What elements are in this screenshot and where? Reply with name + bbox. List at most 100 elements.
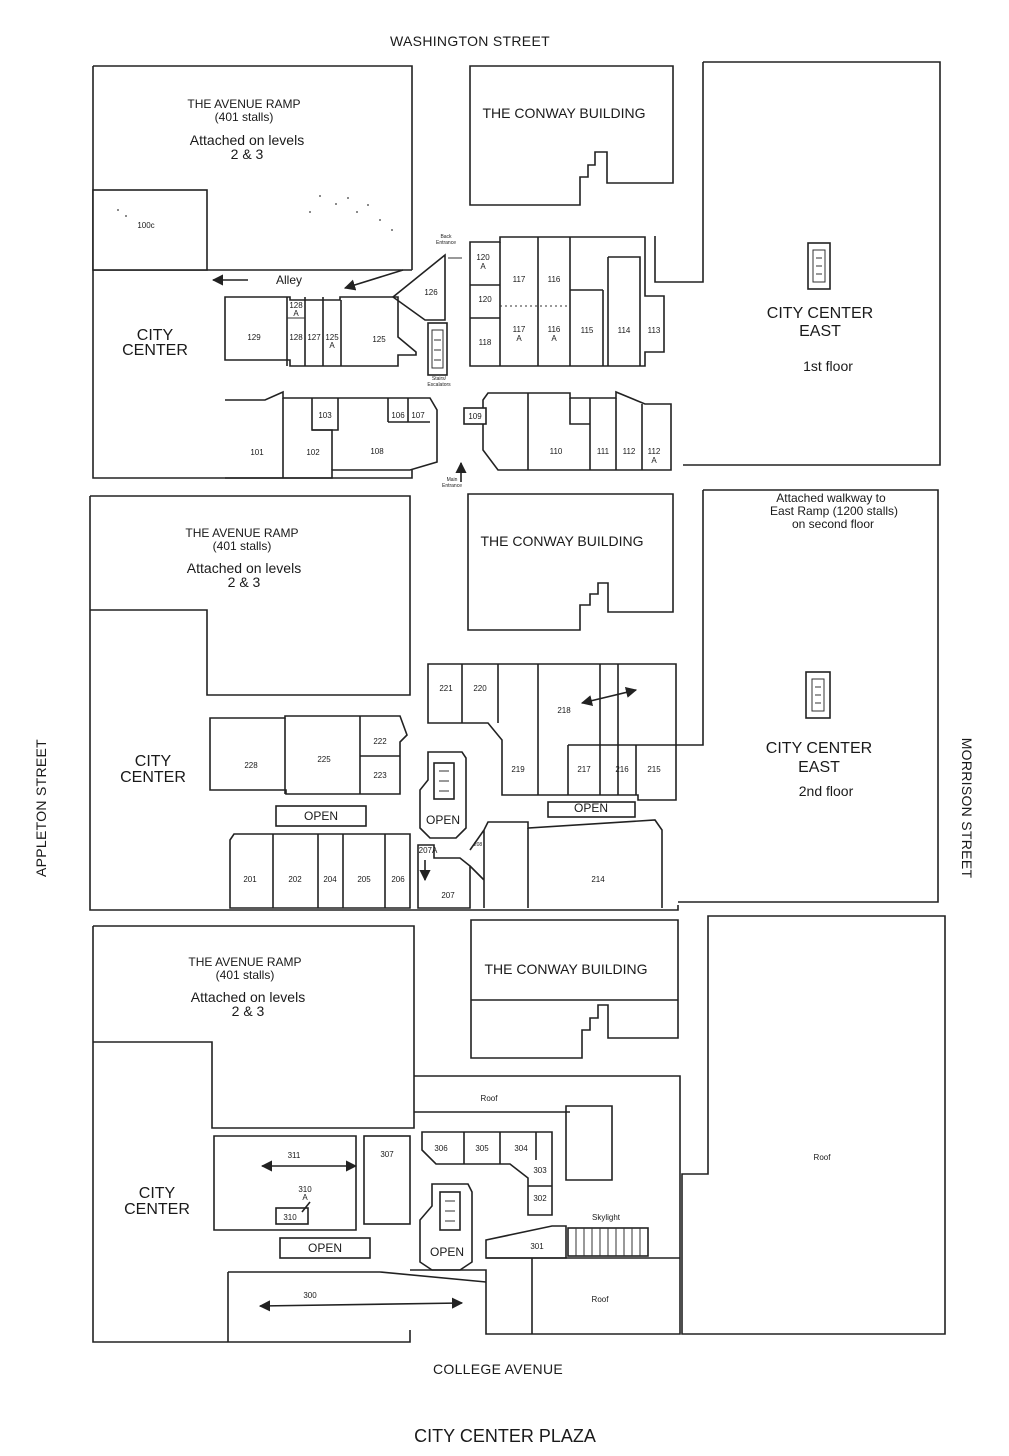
street-south-label: COLLEGE AVENUE xyxy=(433,1361,563,1377)
unit-117a: 117 xyxy=(513,325,526,334)
floor-1-plan: THE AVENUE RAMP (401 stalls) Attached on… xyxy=(92,61,941,489)
f1-conway: THE CONWAY BUILDING xyxy=(482,105,645,121)
unit-305: 305 xyxy=(475,1144,489,1153)
f3-ramp-stalls: (401 stalls) xyxy=(216,968,275,982)
f3-ramp-name: THE AVENUE RAMP xyxy=(188,955,301,969)
unit-206: 206 xyxy=(391,875,405,884)
unit-120: 120 xyxy=(478,295,492,304)
unit-106: 106 xyxy=(391,411,405,420)
unit-126: 126 xyxy=(424,288,438,297)
f1-cce-1: CITY CENTER xyxy=(767,305,873,322)
unit-304: 304 xyxy=(514,1144,528,1153)
unit-125a-suffix: A xyxy=(329,341,335,350)
unit-129: 129 xyxy=(247,333,261,342)
unit-205: 205 xyxy=(357,875,371,884)
unit-120a: 120 xyxy=(476,253,490,262)
f2-cce-2: EAST xyxy=(798,759,840,776)
unit-228: 228 xyxy=(244,761,258,770)
unit-125: 125 xyxy=(372,335,386,344)
unit-310a-suffix: A xyxy=(302,1193,308,1202)
unit-204: 204 xyxy=(323,875,337,884)
unit-307: 307 xyxy=(380,1150,394,1159)
f2-city: CITY xyxy=(135,753,172,770)
unit-219: 219 xyxy=(511,765,525,774)
f2-conway: THE CONWAY BUILDING xyxy=(480,533,643,549)
f1-stairs-1: Stairs/ xyxy=(432,376,447,382)
f3-roof-south: Roof xyxy=(592,1295,610,1304)
unit-107: 107 xyxy=(411,411,425,420)
unit-113: 113 xyxy=(648,326,661,335)
unit-302: 302 xyxy=(533,1194,547,1203)
unit-223: 223 xyxy=(373,771,387,780)
f3-center: CENTER xyxy=(124,1201,190,1218)
unit-103: 103 xyxy=(318,411,332,420)
unit-128: 128 xyxy=(289,333,303,342)
f2-walkway-1: Attached walkway to xyxy=(776,491,886,505)
f2-ramp-levels: 2 & 3 xyxy=(228,574,261,590)
f3-roof-east: Roof xyxy=(814,1153,832,1162)
unit-202: 202 xyxy=(288,875,302,884)
unit-117a-suffix: A xyxy=(516,334,522,343)
unit-128a-suffix: A xyxy=(293,309,299,318)
street-north-label: WASHINGTON STREET xyxy=(390,33,550,49)
unit-108: 108 xyxy=(370,447,384,456)
unit-310: 310 xyxy=(283,1213,297,1222)
street-west-label: APPLETON STREET xyxy=(33,739,49,877)
unit-117: 117 xyxy=(513,275,526,284)
unit-301: 301 xyxy=(530,1242,544,1251)
f2-floor-label: 2nd floor xyxy=(799,783,854,799)
f2-open-west: OPEN xyxy=(304,809,338,823)
f3-skylight: Skylight xyxy=(592,1213,621,1222)
f1-back-entrance-1: Back xyxy=(440,234,452,240)
unit-208: 208 xyxy=(474,842,483,848)
unit-215: 215 xyxy=(647,765,661,774)
unit-221: 221 xyxy=(439,684,453,693)
unit-300: 300 xyxy=(303,1291,317,1300)
unit-116a-suffix: A xyxy=(551,334,557,343)
unit-207a: 207A xyxy=(419,846,438,855)
unit-111: 111 xyxy=(597,447,610,456)
unit-303: 303 xyxy=(533,1166,547,1175)
unit-214: 214 xyxy=(591,875,605,884)
unit-112a: 112 xyxy=(648,447,661,456)
f3-ramp-attached: Attached on levels xyxy=(191,989,305,1005)
f1-ramp-stalls: (401 stalls) xyxy=(215,110,274,124)
unit-118: 118 xyxy=(479,338,492,347)
f1-city: CITY xyxy=(137,327,174,344)
unit-311: 311 xyxy=(288,1151,301,1160)
unit-207: 207 xyxy=(441,891,455,900)
f1-center: CENTER xyxy=(122,342,188,359)
f1-stairs-2: Escalators xyxy=(427,382,451,388)
unit-127: 127 xyxy=(307,333,321,342)
unit-115: 115 xyxy=(581,326,594,335)
unit-112a-suffix: A xyxy=(651,456,657,465)
f1-cce-2: EAST xyxy=(799,323,841,340)
floor-2-plan: THE AVENUE RAMP (401 stalls) Attached on… xyxy=(89,489,939,911)
street-east-label: MORRISON STREET xyxy=(959,738,975,879)
f3-roof-north: Roof xyxy=(481,1094,499,1103)
unit-217: 217 xyxy=(577,765,591,774)
f1-main-entrance-1: Main xyxy=(447,477,458,483)
f1-alley: Alley xyxy=(276,273,302,287)
f1-ramp-name: THE AVENUE RAMP xyxy=(187,97,300,111)
f3-open-center: OPEN xyxy=(430,1245,464,1259)
f1-ramp-levels: 2 & 3 xyxy=(231,146,264,162)
f2-open-east: OPEN xyxy=(574,801,608,815)
unit-220: 220 xyxy=(473,684,487,693)
unit-216: 216 xyxy=(615,765,629,774)
unit-116: 116 xyxy=(548,275,561,284)
f1-back-entrance-2: Entrance xyxy=(436,240,456,246)
f3-city: CITY xyxy=(139,1185,176,1202)
f2-ramp-name: THE AVENUE RAMP xyxy=(185,526,298,540)
f2-walkway-2: East Ramp (1200 stalls) xyxy=(770,504,898,518)
unit-110: 110 xyxy=(550,447,563,456)
f2-center: CENTER xyxy=(120,769,186,786)
unit-114: 114 xyxy=(618,326,631,335)
unit-100c: 100c xyxy=(137,221,154,230)
unit-225: 225 xyxy=(317,755,331,764)
f1-main-entrance-2: Entrance xyxy=(442,483,462,489)
unit-120a-suffix: A xyxy=(480,262,486,271)
unit-201: 201 xyxy=(243,875,257,884)
f2-ramp-stalls: (401 stalls) xyxy=(213,539,272,553)
